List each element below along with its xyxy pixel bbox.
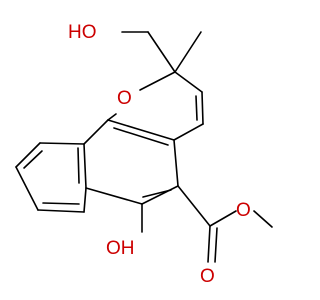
bond-c2-o1 (139, 71, 176, 91)
bond-oether-methyl (253, 210, 273, 228)
bond-c8-c7-inner (42, 202, 80, 205)
bond-o1-c10b (107, 113, 117, 121)
bond-c6-c6a (85, 187, 143, 205)
bond-c3-c4 (201, 91, 204, 125)
bond-c9-c8 (15, 166, 39, 211)
bond-c10-c9 (15, 142, 41, 168)
bond-c10a-c10b (83, 119, 109, 145)
label-ester-ether-oxygen: O (236, 200, 251, 221)
label-carbonyl-oxygen: O (200, 266, 215, 287)
bond-c8-c7 (37, 209, 85, 213)
bond-c5-c6 (141, 185, 179, 205)
bond-c4a-c5 (173, 139, 179, 187)
bond-carbonyl-o-double (214, 227, 218, 263)
label-phenol-oh: OH (106, 238, 135, 259)
bond-c5-c6-inner (142, 189, 172, 198)
bond-ch2-c2 (147, 31, 176, 73)
bond-carbonyl-oether (209, 210, 237, 227)
bond-c10b-c4a-inner (113, 127, 169, 146)
bond-c6a-c10a (83, 143, 87, 189)
bond-c4-c4a (173, 123, 204, 141)
bond-c10b-c4a (107, 119, 175, 141)
bond-c6a-c10a-inner (77, 147, 80, 184)
bond-carbonyl-o (207, 225, 211, 263)
label-hydroxymethyl-oh: HO (68, 22, 97, 43)
structure-canvas: HO O O O OH (15, 22, 273, 287)
bond-c2-methyl (174, 31, 202, 73)
bond-c7-c6a (83, 187, 87, 213)
molecule-structure: HO O O O OH (15, 22, 273, 287)
bond-c3-c4-inner (195, 95, 198, 121)
bond-c10a-c10 (39, 142, 85, 145)
bond-c10-c9-inner (23, 150, 43, 169)
bond-c5-carbonyl (177, 185, 211, 227)
label-ring-oxygen: O (117, 88, 132, 109)
bond-c2-c3 (174, 71, 203, 93)
